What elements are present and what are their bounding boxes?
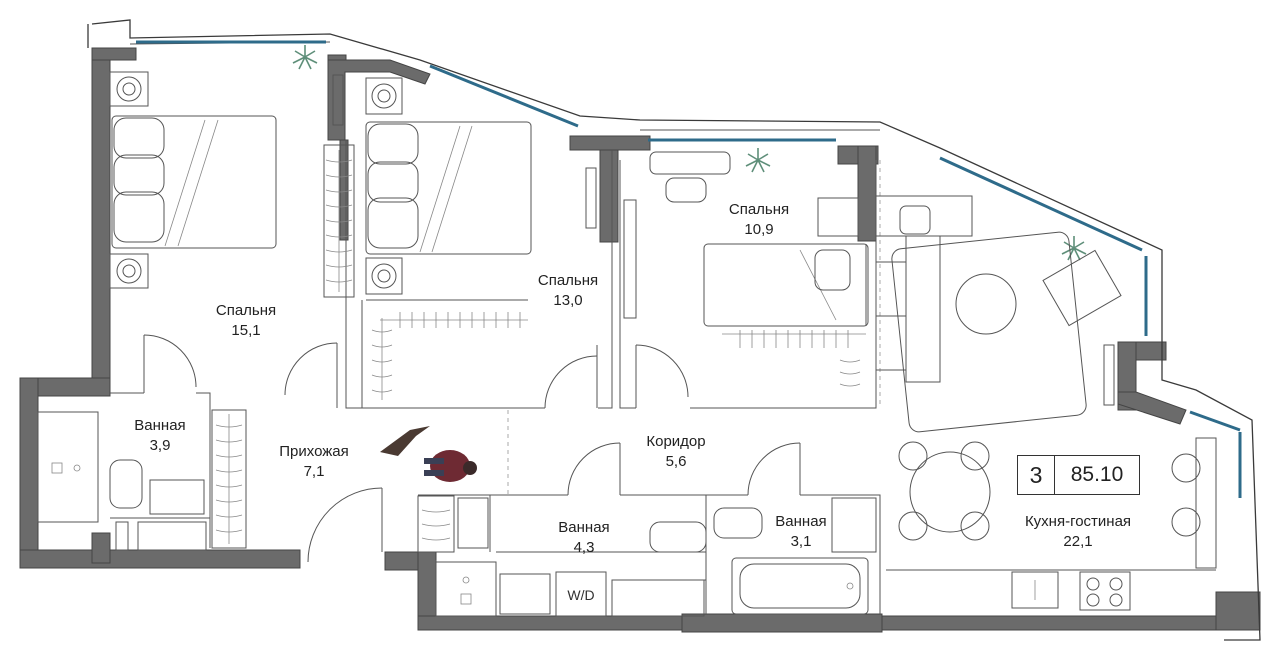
room-name-bathroom-2: Ванная: [558, 519, 609, 536]
desk-chair: [623, 151, 859, 319]
rug: [891, 231, 1122, 433]
washer-dryer-label: W/D: [567, 587, 594, 603]
room-name-bedroom-1: Спальня: [216, 302, 276, 319]
dining-table: [898, 437, 1217, 569]
wardrobe: [323, 74, 355, 298]
toilet-1: [109, 459, 207, 551]
bed-small: [703, 243, 869, 387]
kitchen-counter: [886, 569, 1216, 611]
room-name-bathroom-1: Ванная: [134, 417, 185, 434]
room-name-hallway: Прихожая: [279, 443, 349, 460]
bed-medium: [365, 121, 532, 255]
bathroom-3-1-fixtures: [713, 497, 877, 615]
room-labels: Спальня 15,1 Спальня 13,0 Спальня 10,9 В…: [134, 201, 1131, 603]
sofa: [875, 195, 973, 383]
room-name-kitchen-living: Кухня-гостиная: [1025, 513, 1131, 530]
exterior-walls: [19, 47, 1261, 633]
room-area-bedroom-2: 13,0: [553, 292, 582, 309]
air-vent-icon: [109, 71, 403, 295]
room-area-bedroom-3: 10,9: [744, 221, 773, 238]
hallway-wardrobe: [211, 409, 247, 549]
room-count: 3: [1018, 456, 1055, 494]
total-area: 85.10: [1070, 463, 1124, 486]
wardrobe-2: [366, 167, 597, 400]
room-name-corridor: Коридор: [646, 433, 705, 450]
room-area-bedroom-1: 15,1: [231, 322, 260, 339]
room-area-bathroom-3: 3,1: [791, 533, 812, 550]
apartment-summary-badge: 3 85.10: [1017, 455, 1140, 495]
doors: [143, 334, 801, 563]
room-area-kitchen-living: 22,1: [1063, 533, 1092, 550]
room-name-bedroom-2: Спальня: [538, 272, 598, 289]
zone-lines: [507, 160, 881, 495]
room-area-bathroom-1: 3,9: [150, 437, 171, 454]
bathroom-4-3-fixtures: [417, 495, 707, 617]
room-name-bedroom-3: Спальня: [729, 201, 789, 218]
bed-large: [111, 115, 277, 249]
room-area-corridor: 5,6: [666, 453, 687, 470]
shower: [37, 411, 99, 523]
room-area-bathroom-2: 4,3: [574, 539, 595, 556]
windows: [136, 40, 1242, 498]
room-name-bathroom-3: Ванная: [775, 513, 826, 530]
person-icon: [380, 426, 477, 482]
room-area-hallway: 7,1: [304, 463, 325, 480]
